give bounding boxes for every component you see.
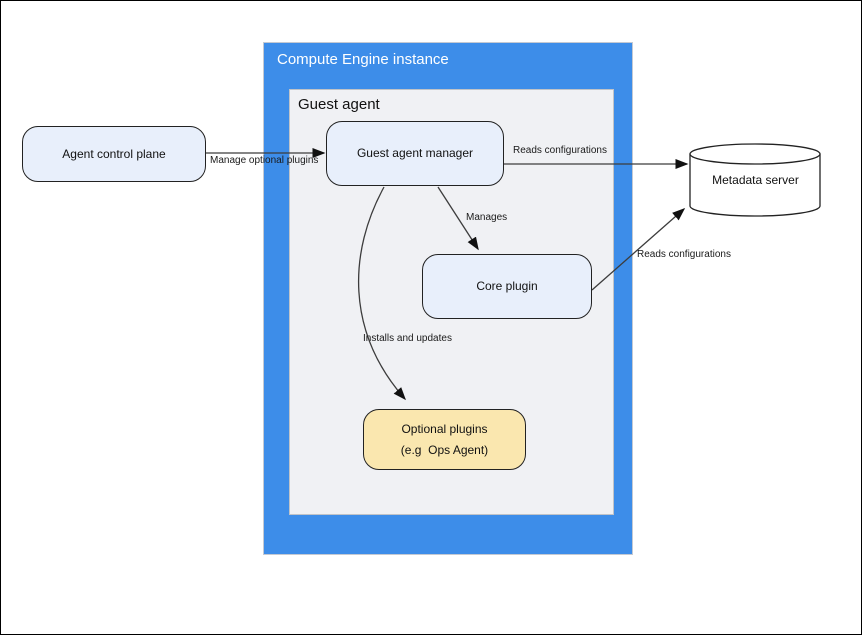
edge-label-installs-and-updates: Installs and updates bbox=[363, 333, 452, 344]
edge-label-reads-configurations-manager: Reads configurations bbox=[513, 145, 607, 156]
node-guest-agent-manager: Guest agent manager bbox=[326, 121, 504, 186]
edge-label-manage-optional-plugins: Manage optional plugins bbox=[210, 155, 319, 166]
node-agent-control-plane: Agent control plane bbox=[22, 126, 206, 182]
guest-agent-title: Guest agent bbox=[298, 96, 380, 113]
node-label-line2: (e.g Ops Agent) bbox=[400, 442, 489, 457]
node-core-plugin: Core plugin bbox=[422, 254, 592, 319]
node-label: Core plugin bbox=[476, 279, 538, 293]
edge-label-reads-configurations-core: Reads configurations bbox=[637, 249, 731, 260]
edge-label-manages: Manages bbox=[466, 212, 508, 223]
compute-engine-instance-title: Compute Engine instance bbox=[277, 51, 449, 68]
node-optional-plugins: Optional plugins (e.g Ops Agent) bbox=[363, 409, 526, 470]
node-label: Agent control plane bbox=[62, 146, 166, 161]
node-label: Guest agent manager bbox=[356, 146, 474, 160]
node-label-line1: Optional plugins bbox=[401, 421, 488, 436]
node-label: Metadata server bbox=[712, 173, 799, 187]
node-metadata-server: Metadata server bbox=[690, 144, 821, 216]
